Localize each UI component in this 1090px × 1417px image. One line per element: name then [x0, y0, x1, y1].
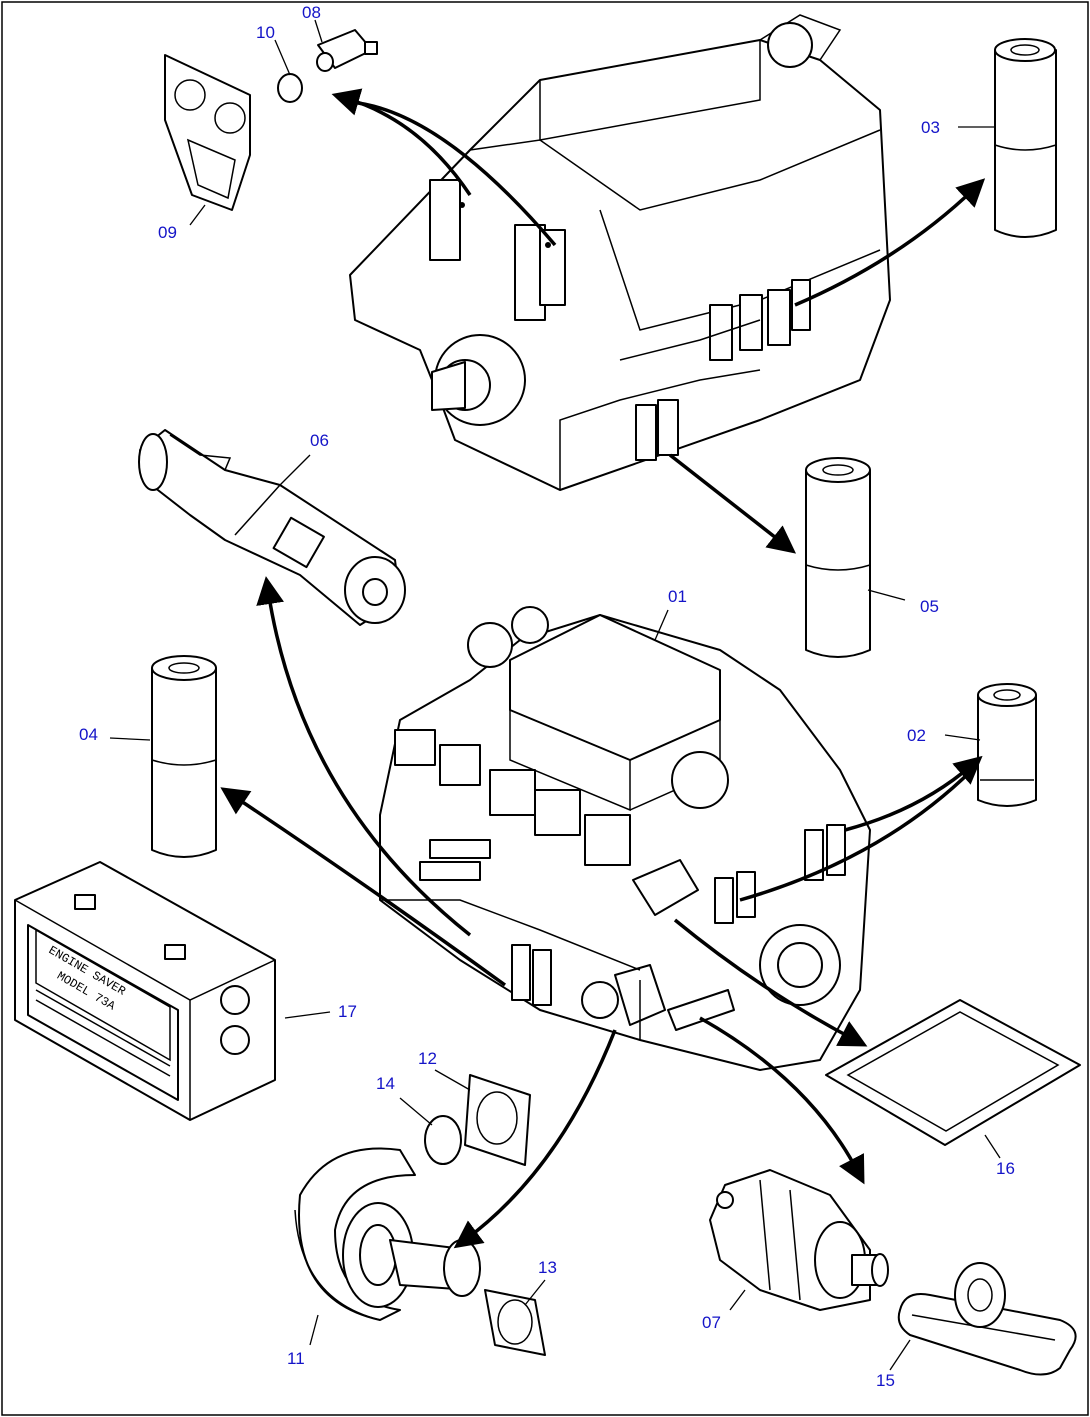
alternator-part — [709, 1169, 889, 1311]
callout-17: 17 — [338, 1002, 357, 1021]
engine-saver-module-part: ENGINE SAVER MODEL 73A — [14, 861, 276, 1121]
callout-14: 14 — [376, 1074, 395, 1093]
callout-03: 03 — [921, 118, 940, 137]
callout-11: 11 — [287, 1349, 305, 1368]
callout-labels: 01 02 03 04 05 06 07 08 09 10 11 12 13 1… — [79, 3, 1015, 1390]
gasket-09-part — [164, 54, 251, 211]
belt-15-part — [897, 1262, 1077, 1376]
callout-05: 05 — [920, 597, 939, 616]
seal-ring-14-part — [424, 1115, 462, 1165]
callout-09: 09 — [158, 223, 177, 242]
callout-08: 08 — [302, 3, 321, 22]
arrows — [220, 88, 986, 1249]
upper-engine-illustration — [349, 14, 891, 491]
gasket-13-part — [484, 1289, 546, 1356]
flange-gasket-12-part — [464, 1074, 531, 1166]
callout-13: 13 — [538, 1258, 557, 1277]
callout-01: 01 — [668, 587, 687, 606]
callout-10: 10 — [256, 23, 275, 42]
callout-16: 16 — [996, 1159, 1015, 1178]
callout-06: 06 — [310, 431, 329, 450]
callout-15: 15 — [876, 1371, 895, 1390]
callout-12: 12 — [418, 1049, 437, 1068]
gasket-16-part — [825, 999, 1081, 1146]
lower-engine-illustration — [379, 606, 871, 1071]
callout-04: 04 — [79, 725, 98, 744]
filter-03-part — [994, 38, 1057, 238]
pressure-sender-08-part — [316, 29, 378, 72]
callout-07: 07 — [702, 1313, 721, 1332]
turbocharger-part — [294, 1147, 481, 1321]
filter-04-part — [151, 655, 217, 858]
starter-motor-part — [138, 429, 406, 626]
filter-05-part — [805, 457, 871, 658]
filter-02-part — [977, 683, 1037, 807]
washer-10-part — [277, 73, 303, 103]
callout-02: 02 — [907, 726, 926, 745]
leader-lines — [109, 19, 1001, 1371]
